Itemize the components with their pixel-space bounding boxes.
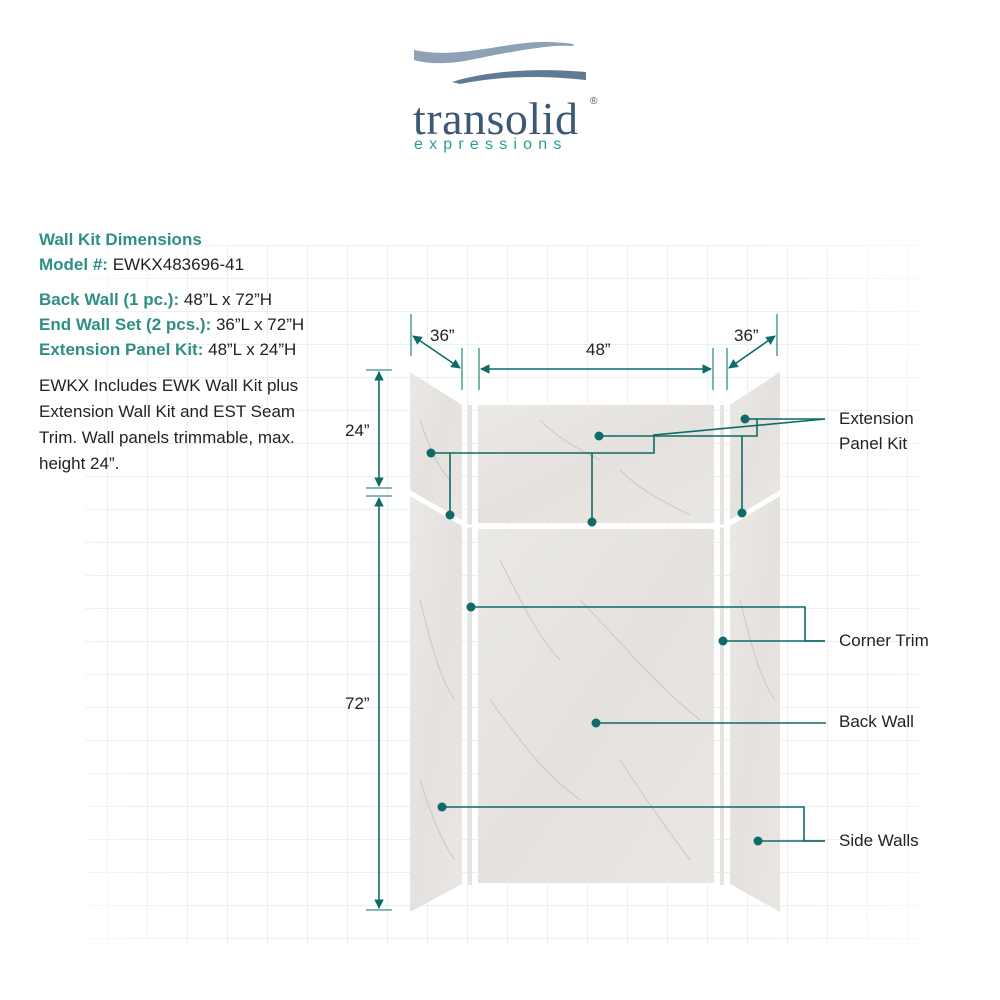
dim-extension-height: 24”: [345, 421, 370, 440]
spec-row-end-wall: End Wall Set (2 pcs.): 36”L x 72”H: [39, 312, 304, 337]
callout-side-walls: Side Walls: [839, 831, 919, 850]
spec-value: 36”L x 72”H: [215, 315, 305, 334]
back-wall-panel: [478, 529, 714, 883]
spec-label: End Wall Set (2 pcs.):: [39, 315, 212, 334]
callout-label: Panel Kit: [839, 434, 908, 453]
brand-name: transolid: [413, 93, 579, 144]
right-side-wall: [729, 372, 781, 912]
callout-extension-panel-kit: Extension Panel Kit: [839, 406, 914, 456]
left-corner-trim: [468, 405, 472, 885]
extension-panel: [478, 405, 714, 523]
dim-left-width: 36”: [430, 326, 455, 345]
spec-label: Back Wall (1 pc.):: [39, 290, 180, 309]
dim-right-width: 36”: [734, 326, 759, 345]
dim-wall-height: 72”: [345, 694, 370, 713]
transolid-logo: transolid ® expressions: [400, 30, 620, 160]
spec-value: 48”L x 24”H: [208, 340, 297, 359]
model-row: Model #: EWKX483696-41: [39, 252, 304, 277]
callout-dots: [426, 414, 763, 846]
spec-title: Wall Kit Dimensions: [39, 230, 202, 249]
model-value: EWKX483696-41: [112, 255, 245, 274]
spec-block: Wall Kit Dimensions Model #: EWKX483696-…: [39, 227, 304, 362]
callout-label: Extension: [839, 409, 914, 428]
registered-mark: ®: [590, 96, 598, 107]
spec-row-back-wall: Back Wall (1 pc.): 48”L x 72”H: [39, 287, 304, 312]
spec-row-extension: Extension Panel Kit: 48”L x 24”H: [39, 337, 304, 362]
callout-corner-trim: Corner Trim: [839, 631, 929, 650]
brand-tagline: expressions: [414, 136, 568, 153]
model-label: Model #:: [39, 255, 108, 274]
dim-back-width: 48”: [586, 340, 611, 359]
wave-logo-icon: [414, 41, 586, 84]
spec-label: Extension Panel Kit:: [39, 340, 204, 359]
left-side-wall: [409, 372, 463, 912]
spec-value: 48”L x 72”H: [183, 290, 273, 309]
callout-back-wall: Back Wall: [839, 712, 914, 731]
kit-description: EWKX Includes EWK Wall Kit plus Extensio…: [39, 376, 299, 473]
